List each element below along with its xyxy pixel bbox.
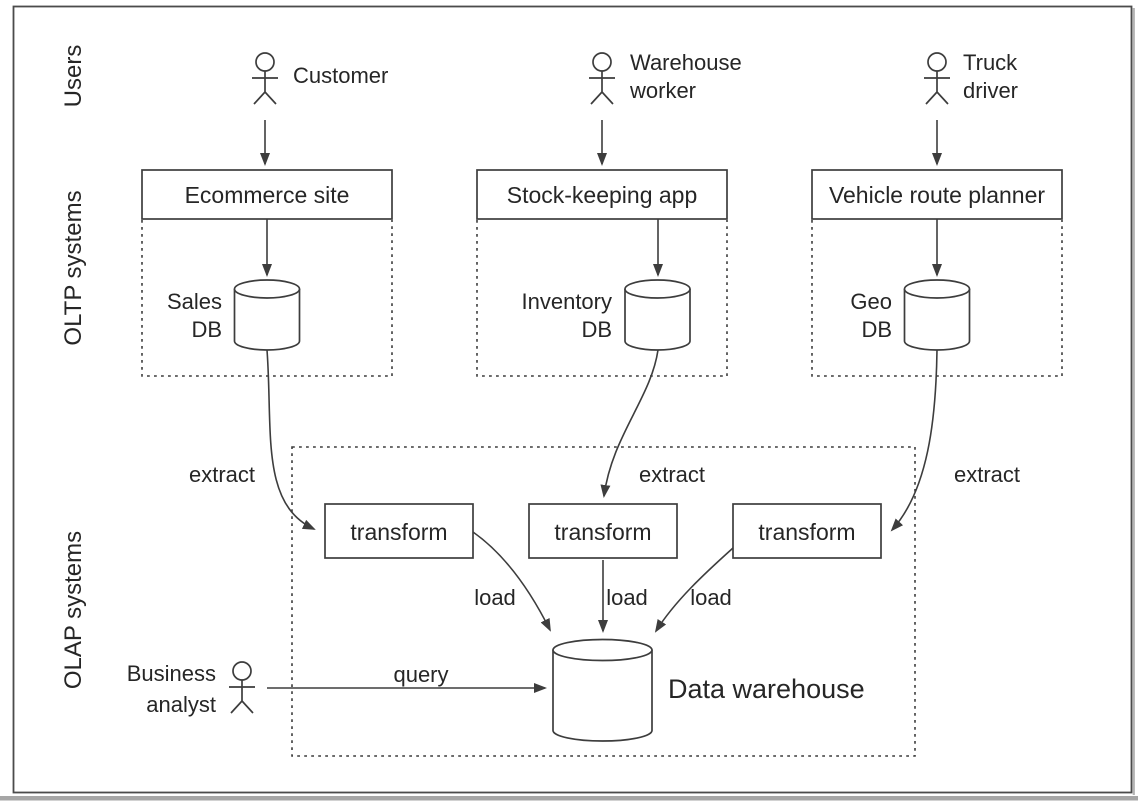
extract-label-2: extract (639, 462, 705, 487)
ecommerce-site-box (141, 169, 393, 220)
truck-driver-label-line2: driver (963, 78, 1018, 103)
geo-db-label-line1: Geo (850, 289, 892, 314)
data-warehouse-label: Data warehouse (668, 674, 865, 704)
actors: Customer Warehouse worker Truck driver B… (127, 50, 1018, 717)
data-warehouse-cylinder-icon (552, 638, 653, 742)
geo-db-cylinder-icon (903, 279, 971, 351)
ecommerce-site-label: Ecommerce site (185, 182, 350, 208)
load-label-1: load (474, 585, 516, 610)
transform-box-1 (324, 503, 474, 559)
oltp-dashed-box-sales (141, 220, 393, 377)
transform-boxes: transform transform transform (324, 503, 882, 559)
load-arrow-1 (472, 531, 551, 632)
app-boxes: Ecommerce site Stock-keeping app Vehicle… (141, 169, 1063, 220)
data-warehouse: Data warehouse (552, 638, 865, 742)
inventory-db-label-line2: DB (581, 317, 612, 342)
business-analyst-label-line1: Business (127, 661, 216, 686)
geo-db-label-line2: DB (861, 317, 892, 342)
row-label-olap-systems: OLAP systems (60, 531, 87, 689)
extract-arrow-geo (890, 349, 938, 532)
truck-driver-label-line1: Truck (963, 50, 1018, 75)
database-cylinders: Sales DB Inventory DB Geo DB (167, 279, 971, 351)
transform-label-1: transform (350, 519, 447, 545)
sales-db-label-line2: DB (191, 317, 222, 342)
transform-box-2 (528, 503, 678, 559)
oltp-dashed-box-inventory (476, 220, 728, 377)
stock-keeping-app-label: Stock-keeping app (507, 182, 698, 208)
load-label-2: load (606, 585, 648, 610)
warehouse-worker-label-line1: Warehouse (630, 50, 742, 75)
page-edge-bottom (0, 796, 1138, 801)
sales-db-label-line1: Sales (167, 289, 222, 314)
extract-label-1: extract (189, 462, 255, 487)
extract-label-3: extract (954, 462, 1020, 487)
row-labels: Users OLTP systems OLAP systems (60, 45, 87, 689)
warehouse-worker-label-line2: worker (629, 78, 696, 103)
sales-db-cylinder-icon (233, 279, 301, 351)
transform-box-3 (732, 503, 882, 559)
vehicle-route-planner-box (811, 169, 1063, 220)
extract-arrow-inventory (600, 349, 659, 498)
row-label-oltp-systems: OLTP systems (60, 190, 87, 345)
business-analyst-label-line2: analyst (146, 692, 216, 717)
transform-label-2: transform (554, 519, 651, 545)
customer-label: Customer (293, 63, 388, 88)
inventory-db-label-line1: Inventory (522, 289, 613, 314)
query-label: query (393, 662, 448, 687)
row-label-users: Users (60, 45, 87, 108)
edges: extract extract extract load load load q… (189, 120, 1020, 693)
load-label-3: load (690, 585, 732, 610)
olap-dashed-box (291, 446, 916, 757)
stock-keeping-app-box (476, 169, 728, 220)
transform-label-3: transform (758, 519, 855, 545)
extract-arrow-sales (266, 349, 316, 530)
vehicle-route-planner-label: Vehicle route planner (829, 182, 1045, 208)
inventory-db-cylinder-icon (624, 279, 691, 351)
load-arrow-3 (654, 547, 734, 633)
